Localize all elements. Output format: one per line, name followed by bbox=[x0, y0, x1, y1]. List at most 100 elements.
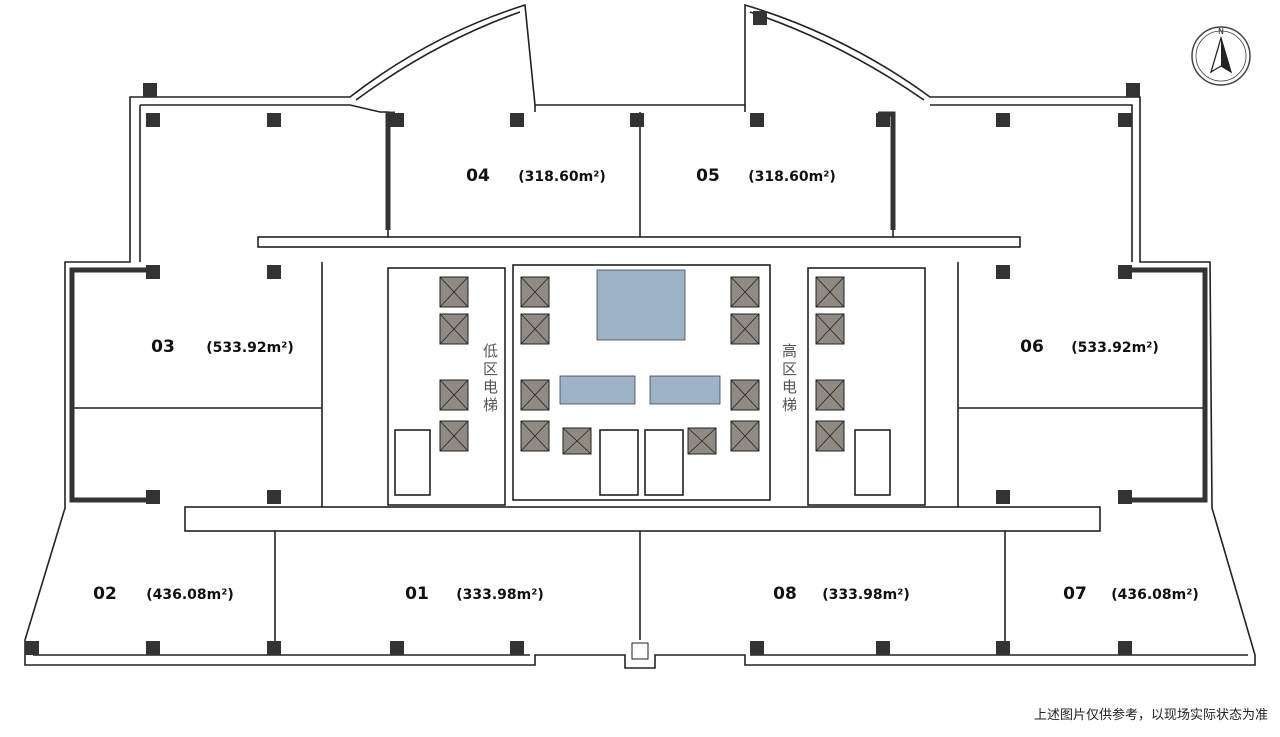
unit-area: (533.92m²) bbox=[206, 340, 294, 356]
elevator-cross bbox=[439, 313, 469, 345]
restroom-area bbox=[559, 375, 636, 405]
structural-column bbox=[510, 641, 524, 655]
structural-column bbox=[753, 11, 767, 25]
unit-label-05: 05 (318.60m²) bbox=[696, 166, 836, 186]
elevator-cross bbox=[730, 420, 760, 452]
elevator-cross bbox=[815, 276, 845, 308]
structural-column bbox=[1118, 265, 1132, 279]
unit-label-07: 07 (436.08m²) bbox=[1063, 584, 1199, 604]
entrance-column bbox=[631, 642, 649, 660]
elevator-cross bbox=[730, 313, 760, 345]
elevator-car bbox=[439, 420, 469, 452]
elevator-cross bbox=[439, 420, 469, 452]
compass-ring bbox=[1191, 26, 1251, 86]
unit-number: 05 bbox=[696, 166, 720, 186]
elevator-car bbox=[730, 379, 760, 411]
elevator-cross bbox=[815, 379, 845, 411]
curtain-wall-top bbox=[355, 11, 925, 101]
elevator-cross bbox=[439, 379, 469, 411]
unit-area: (436.08m²) bbox=[146, 587, 234, 603]
structural-column bbox=[146, 490, 160, 504]
unit-number: 04 bbox=[466, 166, 490, 186]
elevator-car bbox=[815, 313, 845, 345]
low-zone-elevator-label: 低区电梯 bbox=[481, 343, 499, 415]
structural-column bbox=[390, 641, 404, 655]
structural-column bbox=[267, 265, 281, 279]
elevator-car bbox=[439, 313, 469, 345]
elevator-cross bbox=[520, 379, 550, 411]
unit-label-06: 06(533.92m²) bbox=[1020, 337, 1159, 357]
core-right bbox=[807, 267, 926, 506]
elevator-car bbox=[815, 276, 845, 308]
elevator-cross bbox=[815, 313, 845, 345]
unit-label-01: 01 (333.98m²) bbox=[405, 584, 544, 604]
wall-06 bbox=[1120, 267, 1208, 503]
high-zone-elevator-label: 高区电梯 bbox=[780, 343, 798, 415]
elevator-car bbox=[520, 379, 550, 411]
elevator-cross bbox=[520, 420, 550, 452]
structural-column bbox=[996, 113, 1010, 127]
structural-column bbox=[146, 113, 160, 127]
elevators bbox=[439, 276, 845, 455]
elevator-car bbox=[730, 276, 760, 308]
restrooms bbox=[559, 269, 721, 405]
structural-column bbox=[750, 113, 764, 127]
unit-area: (436.08m²) bbox=[1111, 587, 1199, 603]
freight-elevator bbox=[687, 427, 717, 455]
north-arrow-half bbox=[1221, 38, 1231, 72]
unit-area: (333.98m²) bbox=[456, 587, 544, 603]
structural-column bbox=[146, 265, 160, 279]
structural-column bbox=[750, 641, 764, 655]
freight-elevator bbox=[562, 427, 592, 455]
unit-label-04: 04 (318.60m²) bbox=[466, 166, 606, 186]
compass: N bbox=[1191, 26, 1251, 86]
unit-number: 03 bbox=[151, 337, 175, 357]
structural-column bbox=[1118, 113, 1132, 127]
compass-ring-inner bbox=[1195, 30, 1247, 82]
structural-column bbox=[996, 641, 1010, 655]
elevator-cross bbox=[730, 379, 760, 411]
unit-area: (533.92m²) bbox=[1071, 340, 1159, 356]
structural-column bbox=[996, 265, 1010, 279]
corridor-top bbox=[257, 236, 1021, 248]
elevator-car bbox=[730, 420, 760, 452]
disclaimer-text: 上述图片仅供参考，以现场实际状态为准 bbox=[1033, 708, 1268, 723]
elevator-cross bbox=[730, 276, 760, 308]
stair-right bbox=[854, 429, 891, 496]
compass-north-label: N bbox=[1218, 27, 1224, 36]
structural-column bbox=[630, 113, 644, 127]
elevator-cross bbox=[562, 427, 592, 455]
elevator-car bbox=[815, 420, 845, 452]
columns bbox=[25, 11, 1140, 660]
unit-number: 02 bbox=[93, 584, 117, 604]
structural-column bbox=[390, 113, 404, 127]
unit-label-02: 02 (436.08m²) bbox=[93, 584, 234, 604]
elevator-cross bbox=[520, 276, 550, 308]
structural-column bbox=[510, 113, 524, 127]
restroom-area bbox=[596, 269, 686, 341]
elevator-cross bbox=[439, 276, 469, 308]
unit-area: (318.60m²) bbox=[748, 169, 836, 185]
elevator-car bbox=[815, 379, 845, 411]
structural-column bbox=[146, 641, 160, 655]
core-center bbox=[512, 264, 771, 501]
elevator-car bbox=[439, 379, 469, 411]
structural-column bbox=[267, 113, 281, 127]
structural-column bbox=[996, 490, 1010, 504]
restroom-area bbox=[649, 375, 721, 405]
elevator-cross bbox=[687, 427, 717, 455]
unit-number: 01 bbox=[405, 584, 429, 604]
corridor-bottom bbox=[184, 506, 1101, 532]
unit-labels: 04(318.60m²)05(318.60m²)03(533.92m²)06(5… bbox=[93, 166, 1199, 604]
elevator-car bbox=[520, 313, 550, 345]
outer-wall bbox=[24, 3, 1256, 669]
elevator-cross bbox=[815, 420, 845, 452]
wall-04 bbox=[385, 111, 395, 230]
structural-column bbox=[1118, 490, 1132, 504]
stair-left bbox=[394, 429, 431, 496]
elevator-car bbox=[730, 313, 760, 345]
unit-area: (318.60m²) bbox=[518, 169, 606, 185]
unit-label-03: 03 (533.92m²) bbox=[151, 337, 294, 357]
unit-number: 07 bbox=[1063, 584, 1087, 604]
